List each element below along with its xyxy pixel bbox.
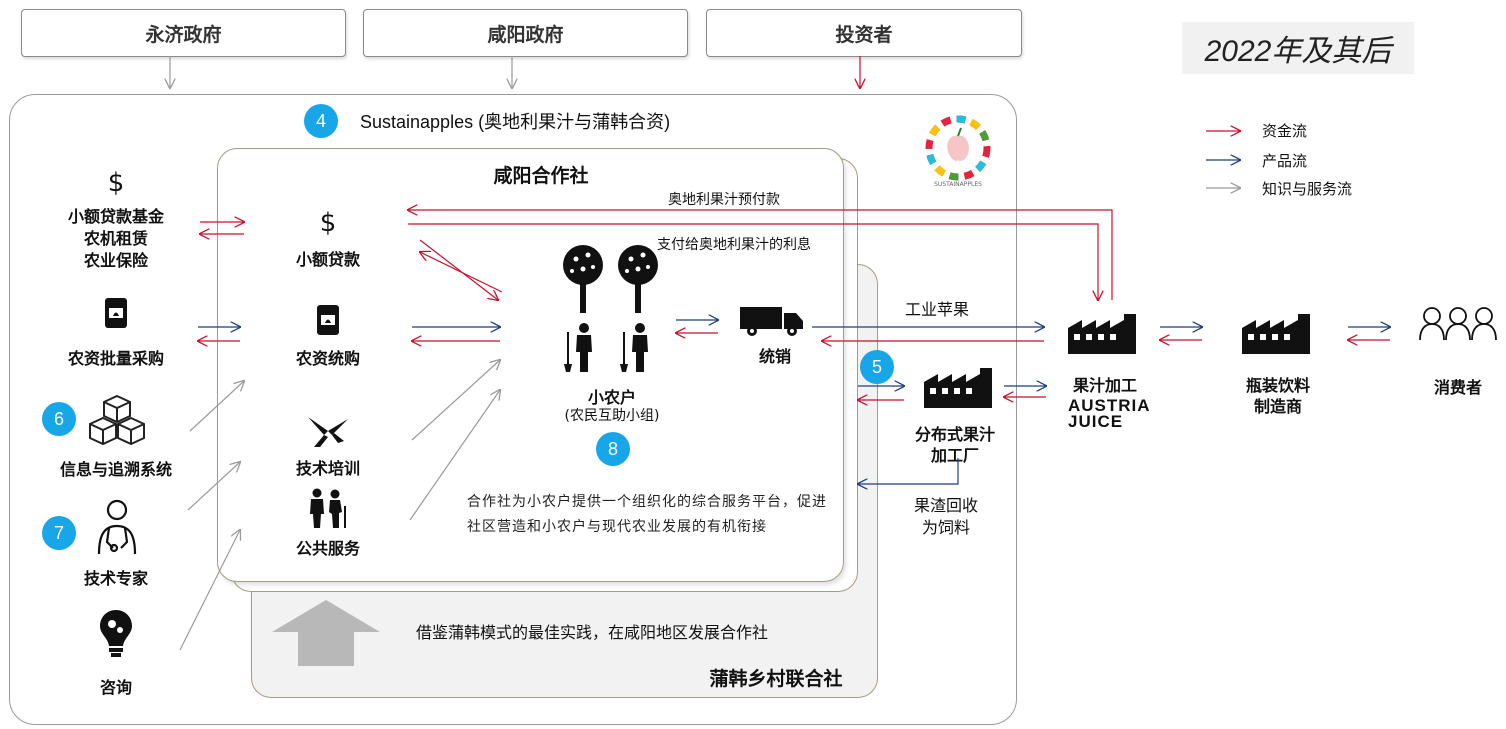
prepayment-label: 奥地利果汁预付款: [668, 192, 780, 208]
yongji-government-box: 永济政府: [21, 9, 346, 57]
lightbulb-icon: [100, 610, 132, 657]
coop-title: 咸阳合作社: [493, 165, 589, 187]
expert-badge: 7: [42, 516, 76, 550]
bottler-line-1: 瓶装饮料: [1245, 376, 1310, 395]
consumers-icon: [1419, 307, 1497, 341]
finance-line-2: 农机租赁: [83, 229, 148, 248]
consumers-label: 消费者: [1433, 378, 1482, 397]
public-service-icon: [310, 488, 346, 528]
expert-person-icon: [97, 499, 137, 555]
austria-juice-line-2: JUICE: [1068, 412, 1124, 431]
jv-title: Sustainapples (奥地利果汁与蒲韩合资): [360, 112, 671, 132]
info-badge: 6: [42, 402, 76, 436]
distributed-line-2: 加工厂: [930, 446, 979, 465]
pomace-line-2: 为饲料: [921, 518, 970, 537]
investors-box: 投资者: [706, 9, 1022, 57]
pomace-line-1: 果渣回收: [913, 496, 978, 515]
microloan-dollar-icon: $: [319, 208, 337, 238]
bulk-inputs-label: 农资批量采购: [67, 349, 164, 368]
marketing-label: 统销: [758, 347, 791, 366]
bottler-factory-icon: [1242, 314, 1310, 354]
yongji-government-label: 永济政府: [145, 23, 222, 46]
legend-knowledge-label: 知识与服务流: [1262, 180, 1353, 198]
austria-juice-line-1: AUSTRIA: [1068, 396, 1151, 415]
puhan-title: 蒲韩乡村联合社: [709, 668, 843, 690]
investors-label: 投资者: [835, 23, 893, 46]
year-label-box: 2022年及其后: [1182, 22, 1414, 74]
distributed-badge: 5: [860, 350, 894, 384]
legend-arrows: [1206, 131, 1240, 188]
public-service-label: 公共服务: [295, 539, 360, 558]
xianyang-government-label: 咸阳政府: [487, 23, 564, 46]
xianyang-government-box: 咸阳政府: [363, 9, 688, 57]
fertilizer-bag-icon: [105, 298, 127, 328]
coop-description: 合作社为小农户提供一个组织化的综合服务平台，促进社区营造和小农户与现代农业发展的…: [467, 494, 827, 535]
pruning-shears-icon: [308, 417, 348, 447]
sustainapples-logo: SUSTAINAPPLES: [925, 115, 991, 188]
distributed-factory-icon: [924, 368, 992, 408]
tech-expert-label: 技术专家: [83, 569, 148, 588]
boxes-icon: [89, 394, 145, 446]
industrial-apples-label: 工业苹果: [905, 300, 970, 319]
coop-inputs-label: 农资统购: [295, 349, 360, 368]
smallholder-title: 小农户: [587, 388, 636, 407]
finance-line-1: 小额贷款基金: [67, 207, 164, 226]
logo-text: SUSTAINAPPLES: [934, 181, 982, 188]
top-arrows: [170, 56, 860, 88]
year-label: 2022年及其后: [1204, 35, 1392, 68]
truck-icon: [740, 307, 803, 336]
info-system-label: 信息与追溯系统: [59, 460, 172, 479]
smallholder-subtitle: (农民互助小组): [564, 408, 660, 424]
finance-dollar-icon: $: [107, 168, 125, 198]
coop-fertilizer-icon: [317, 305, 339, 335]
jv-badge: 4: [304, 104, 338, 138]
microloan-label: 小额贷款: [295, 250, 360, 269]
interest-label: 支付给奥地利果汁的利息: [657, 237, 811, 253]
smallholder-badge: 8: [596, 432, 630, 466]
distributed-line-1: 分布式果汁: [914, 425, 995, 444]
juice-processing-label: 果汁加工: [1072, 376, 1137, 395]
up-arrow-icon: [272, 600, 380, 666]
tech-training-label: 技术培训: [295, 459, 360, 478]
legend-money-label: 资金流: [1262, 122, 1308, 140]
bottler-line-2: 制造商: [1253, 397, 1302, 416]
juice-factory-icon: [1068, 314, 1136, 354]
consulting-label: 咨询: [99, 678, 132, 697]
puhan-practice-text: 借鉴蒲韩模式的最佳实践，在咸阳地区发展合作社: [416, 623, 769, 642]
apple-trees-icon: [563, 245, 658, 313]
finance-line-3: 农业保险: [83, 251, 148, 270]
farmers-icon: [564, 323, 648, 372]
legend-product-label: 产品流: [1262, 152, 1308, 170]
